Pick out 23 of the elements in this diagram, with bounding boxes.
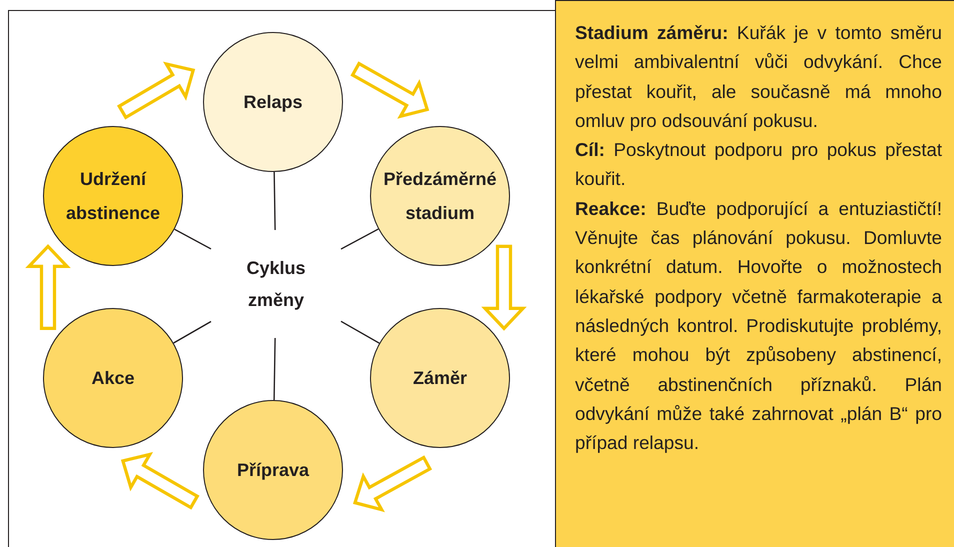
stage-circle: Příprava xyxy=(203,400,343,540)
connector-line xyxy=(273,338,276,400)
connector-line xyxy=(340,228,379,250)
paragraph: Stadium záměru: Kuřák je v tomto směru velmi ambivalentní vůči odvykání. Chce přestat kouřit, ale současně má mnoho omluv pro odsouvání pokusu. xyxy=(575,21,942,133)
center-label: Cyklus změny xyxy=(211,230,341,338)
block-arrow xyxy=(350,61,430,119)
stage-circle: Předzáměrné stadium xyxy=(370,126,510,266)
block-arrow xyxy=(117,62,196,120)
block-arrow xyxy=(481,244,527,331)
block-arrow xyxy=(352,455,432,512)
connector-line xyxy=(173,320,212,344)
stage-circle: Záměr xyxy=(370,308,510,448)
block-arrow xyxy=(25,244,71,330)
paragraph: Reakce: Buďte podporující a entuziastičtí! Věnujte čas plánování pokusu. Domluvte konkrétní datum. Hovořte o možnostech lékařské podpory včetně farmakoterapie a následných kontrol. Prodiskutujte problémy, které mohou být způsobeny abstinencí, včetně abstinenčních příznaků. Plán odvykání může také zahrnovat „plán B“ pro případ relapsu. xyxy=(575,196,942,456)
connector-line xyxy=(274,172,276,230)
stage-circle: Udržení abstinence xyxy=(43,126,183,266)
connector-line xyxy=(340,320,380,344)
stage-circle: Akce xyxy=(43,308,183,448)
stage-circle: Relaps xyxy=(203,32,343,172)
connector-line xyxy=(174,228,212,250)
paragraph: Cíl: Poskytnout podporu pro pokus přestat kouřit. xyxy=(575,138,942,192)
info-panel xyxy=(555,0,954,547)
block-arrow xyxy=(120,452,200,510)
